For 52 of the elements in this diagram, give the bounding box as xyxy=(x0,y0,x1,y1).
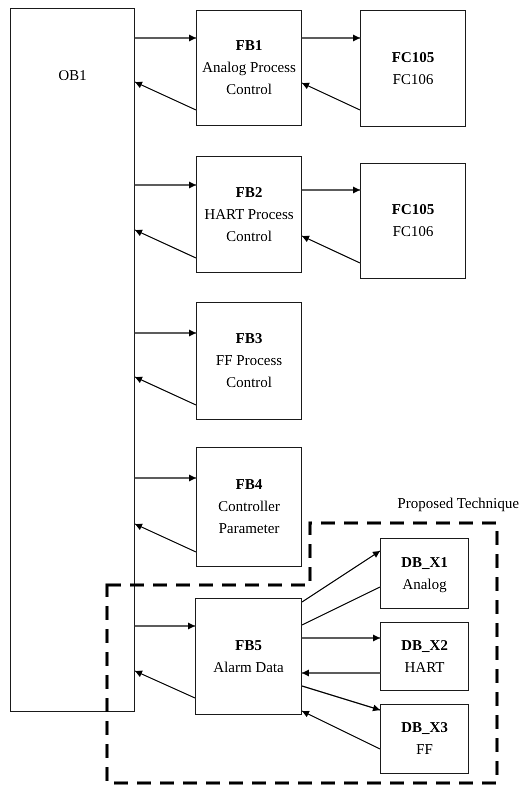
block-description: HART Process Control xyxy=(203,206,295,246)
arrow xyxy=(302,235,360,264)
block-box xyxy=(360,163,466,279)
arrow xyxy=(135,474,196,482)
block-name: FC105 xyxy=(392,48,434,68)
arrow xyxy=(135,182,196,188)
block-box xyxy=(196,156,302,273)
arrow xyxy=(134,81,196,111)
arrow xyxy=(134,523,196,553)
arrow xyxy=(302,685,380,712)
arrow xyxy=(135,622,195,630)
block-box xyxy=(195,598,302,715)
block-name: DB_X2 xyxy=(401,636,448,656)
arrow xyxy=(135,330,196,336)
block-description: Controller Parameter xyxy=(217,498,281,539)
arrow xyxy=(302,550,380,602)
block-description: HART xyxy=(404,658,444,678)
block-description: FF xyxy=(416,741,433,760)
arrow xyxy=(302,186,360,194)
arrow xyxy=(302,710,380,750)
block-name: FB1 xyxy=(236,37,262,56)
arrow xyxy=(302,670,380,676)
block-box xyxy=(360,10,466,127)
block-box xyxy=(380,538,469,609)
block-name: FB5 xyxy=(235,636,262,656)
block-name: OB1 xyxy=(58,67,87,86)
arrow xyxy=(134,670,196,699)
block-box xyxy=(196,10,302,126)
block-box xyxy=(196,447,302,567)
main-block-box xyxy=(10,8,135,712)
block-name: FB2 xyxy=(236,184,262,202)
block-description: FC106 xyxy=(392,223,434,242)
block-description: Alarm Data xyxy=(213,658,284,678)
arrow xyxy=(134,229,196,259)
block-name: DB_X1 xyxy=(401,554,448,572)
block-description: FC106 xyxy=(392,70,434,90)
block-name: DB_X3 xyxy=(401,719,448,738)
group-title: Proposed Technique xyxy=(397,495,519,514)
block-name: FC105 xyxy=(392,201,434,220)
arrow xyxy=(134,376,196,406)
block-description: Analog xyxy=(402,576,447,594)
arrow xyxy=(135,34,196,42)
arrow xyxy=(302,634,380,642)
block-name: FB4 xyxy=(236,476,262,495)
block-box xyxy=(196,302,302,420)
block-box xyxy=(380,704,469,774)
block-name: FB3 xyxy=(236,330,262,349)
block-description: Analog Process Control xyxy=(201,59,297,100)
block-box xyxy=(380,622,469,691)
arrow xyxy=(302,34,360,42)
block-description: FF Process Control xyxy=(214,352,284,393)
arrow xyxy=(302,82,360,111)
